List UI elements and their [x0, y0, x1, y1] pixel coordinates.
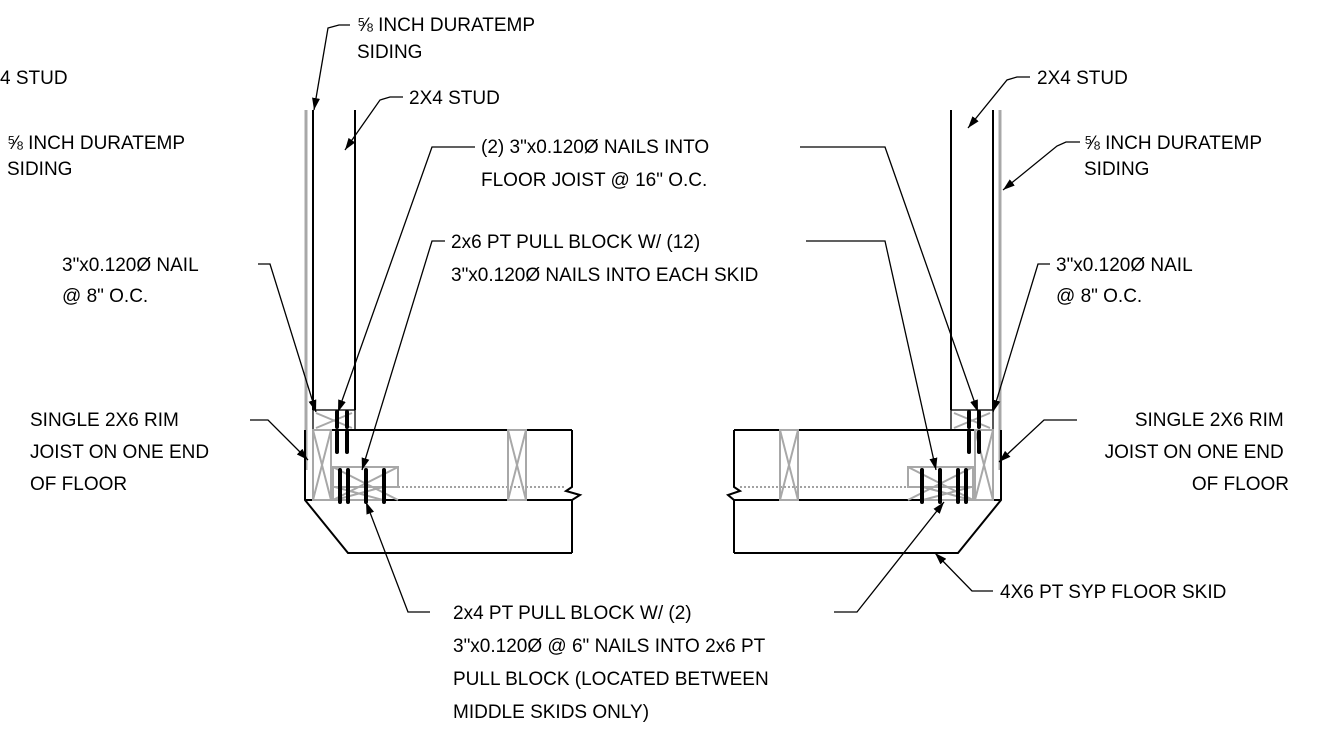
left-blocking	[507, 429, 527, 501]
label-siding-top: ⅝ INCH DURATEMP SIDING	[357, 15, 540, 63]
label-nail-8oc-left: 3"x0.120Ø NAIL @ 8" O.C.	[62, 255, 203, 307]
label-stud-center-left: 2X4 STUD	[409, 88, 500, 109]
left-rim-joist-x	[312, 429, 332, 501]
right-rim-joist	[974, 429, 994, 501]
leader-pull-block-2x6-left	[361, 240, 445, 471]
left-break-line	[563, 430, 583, 553]
right-nails	[920, 410, 981, 504]
leader-siding-right	[1002, 141, 1080, 191]
labels: ⅝ INCH DURATEMP SIDING 4 STUD ⅝ INCH DUR…	[0, 15, 1289, 723]
label-nails-floor-joist: (2) 3"x0.120Ø NAILS INTO FLOOR JOIST @ 1…	[481, 137, 714, 191]
label-siding-right: ⅝ INCH DURATEMP SIDING	[1084, 133, 1267, 180]
label-stud-far-left: 4 STUD	[0, 68, 68, 89]
label-nail-8oc-right: 3"x0.120Ø NAIL @ 8" O.C.	[1056, 255, 1197, 307]
label-stud-right: 2X4 STUD	[1037, 68, 1128, 89]
label-floor-skid: 4X6 PT SYP FLOOR SKID	[1000, 582, 1226, 603]
leader-stud-center-left	[344, 96, 403, 151]
right-break-line	[725, 430, 743, 553]
leader-rim-joist-right	[998, 419, 1077, 463]
right-skid-outline	[734, 430, 1002, 554]
leader-rim-joist-left	[250, 419, 309, 461]
left-nails	[335, 410, 386, 504]
right-assembly	[725, 110, 1002, 554]
left-rim-joist	[312, 429, 332, 501]
left-assembly	[304, 110, 583, 554]
label-siding-left: ⅝ INCH DURATEMP SIDING	[7, 133, 190, 180]
left-blocking-x	[507, 429, 527, 501]
leader-stud-right	[967, 76, 1030, 129]
leader-nails-joist-right	[800, 146, 979, 413]
leader-pull-block-2x6-right	[806, 240, 938, 471]
right-blocking-x	[779, 429, 799, 501]
left-skid-outline	[304, 430, 572, 554]
label-rim-joist-right: SINGLE 2X6 RIM JOIST ON ONE END OF FLOOR	[1105, 410, 1289, 495]
leader-pull-block-2x4-left	[365, 501, 430, 613]
leader-floor-skid	[934, 552, 993, 592]
label-pull-block-2x4: 2x4 PT PULL BLOCK W/ (2) 3"x0.120Ø @ 6" …	[453, 603, 774, 723]
leader-siding-top	[312, 24, 350, 111]
leader-nails-joist-left	[337, 146, 475, 413]
label-rim-joist-left: SINGLE 2X6 RIM JOIST ON ONE END OF FLOOR	[30, 410, 214, 495]
right-blocking	[779, 429, 799, 501]
leader-pull-block-2x4-right	[834, 501, 945, 613]
leader-nail-8oc-right	[992, 263, 1050, 413]
right-top-plate-x	[953, 412, 991, 429]
leaders	[250, 24, 1080, 613]
label-pull-block-2x6: 2x6 PT PULL BLOCK W/ (12) 3"x0.120Ø NAIL…	[451, 232, 758, 286]
leader-nail-8oc-left	[258, 263, 317, 413]
